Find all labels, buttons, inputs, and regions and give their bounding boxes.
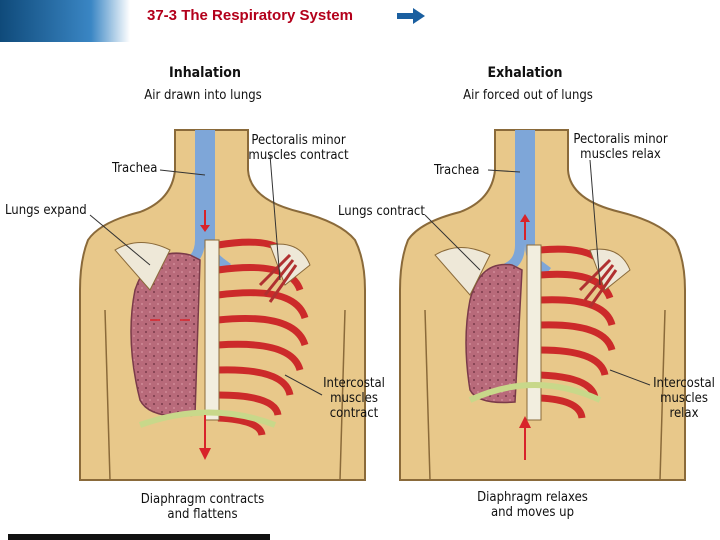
exhalation-trachea-label: Trachea [434,163,480,178]
slide-title: 37-3 The Respiratory System [147,7,353,24]
copyright-strip [8,534,270,540]
slide-header: 37-3 The Respiratory System [0,0,720,42]
exhalation-figure [399,129,686,481]
exhalation-up-arrow [519,416,531,428]
header-band [0,0,130,42]
inhalation-down-arrow [199,448,211,460]
exhalation-subtitle: Air forced out of lungs [463,88,593,103]
exhalation-lungs-label: Lungs contract [338,204,425,219]
exhalation-torso [399,129,686,481]
inhalation-lungs-label: Lungs expand [5,203,87,218]
respiration-diagram [79,129,686,481]
inhalation-diaphragm [138,409,277,428]
inhalation-title: Inhalation [169,65,241,81]
next-arrow-icon[interactable] [397,8,425,24]
inhalation-trachea-label: Trachea [112,161,158,176]
inhalation-figure [79,129,366,481]
exhalation-lung [465,263,523,404]
inhalation-torso [79,129,366,481]
inhalation-subtitle: Air drawn into lungs [144,88,262,103]
exhalation-title: Exhalation [487,65,563,81]
exhalation-diaphragm [468,382,602,403]
inhalation-ribs [217,238,309,437]
